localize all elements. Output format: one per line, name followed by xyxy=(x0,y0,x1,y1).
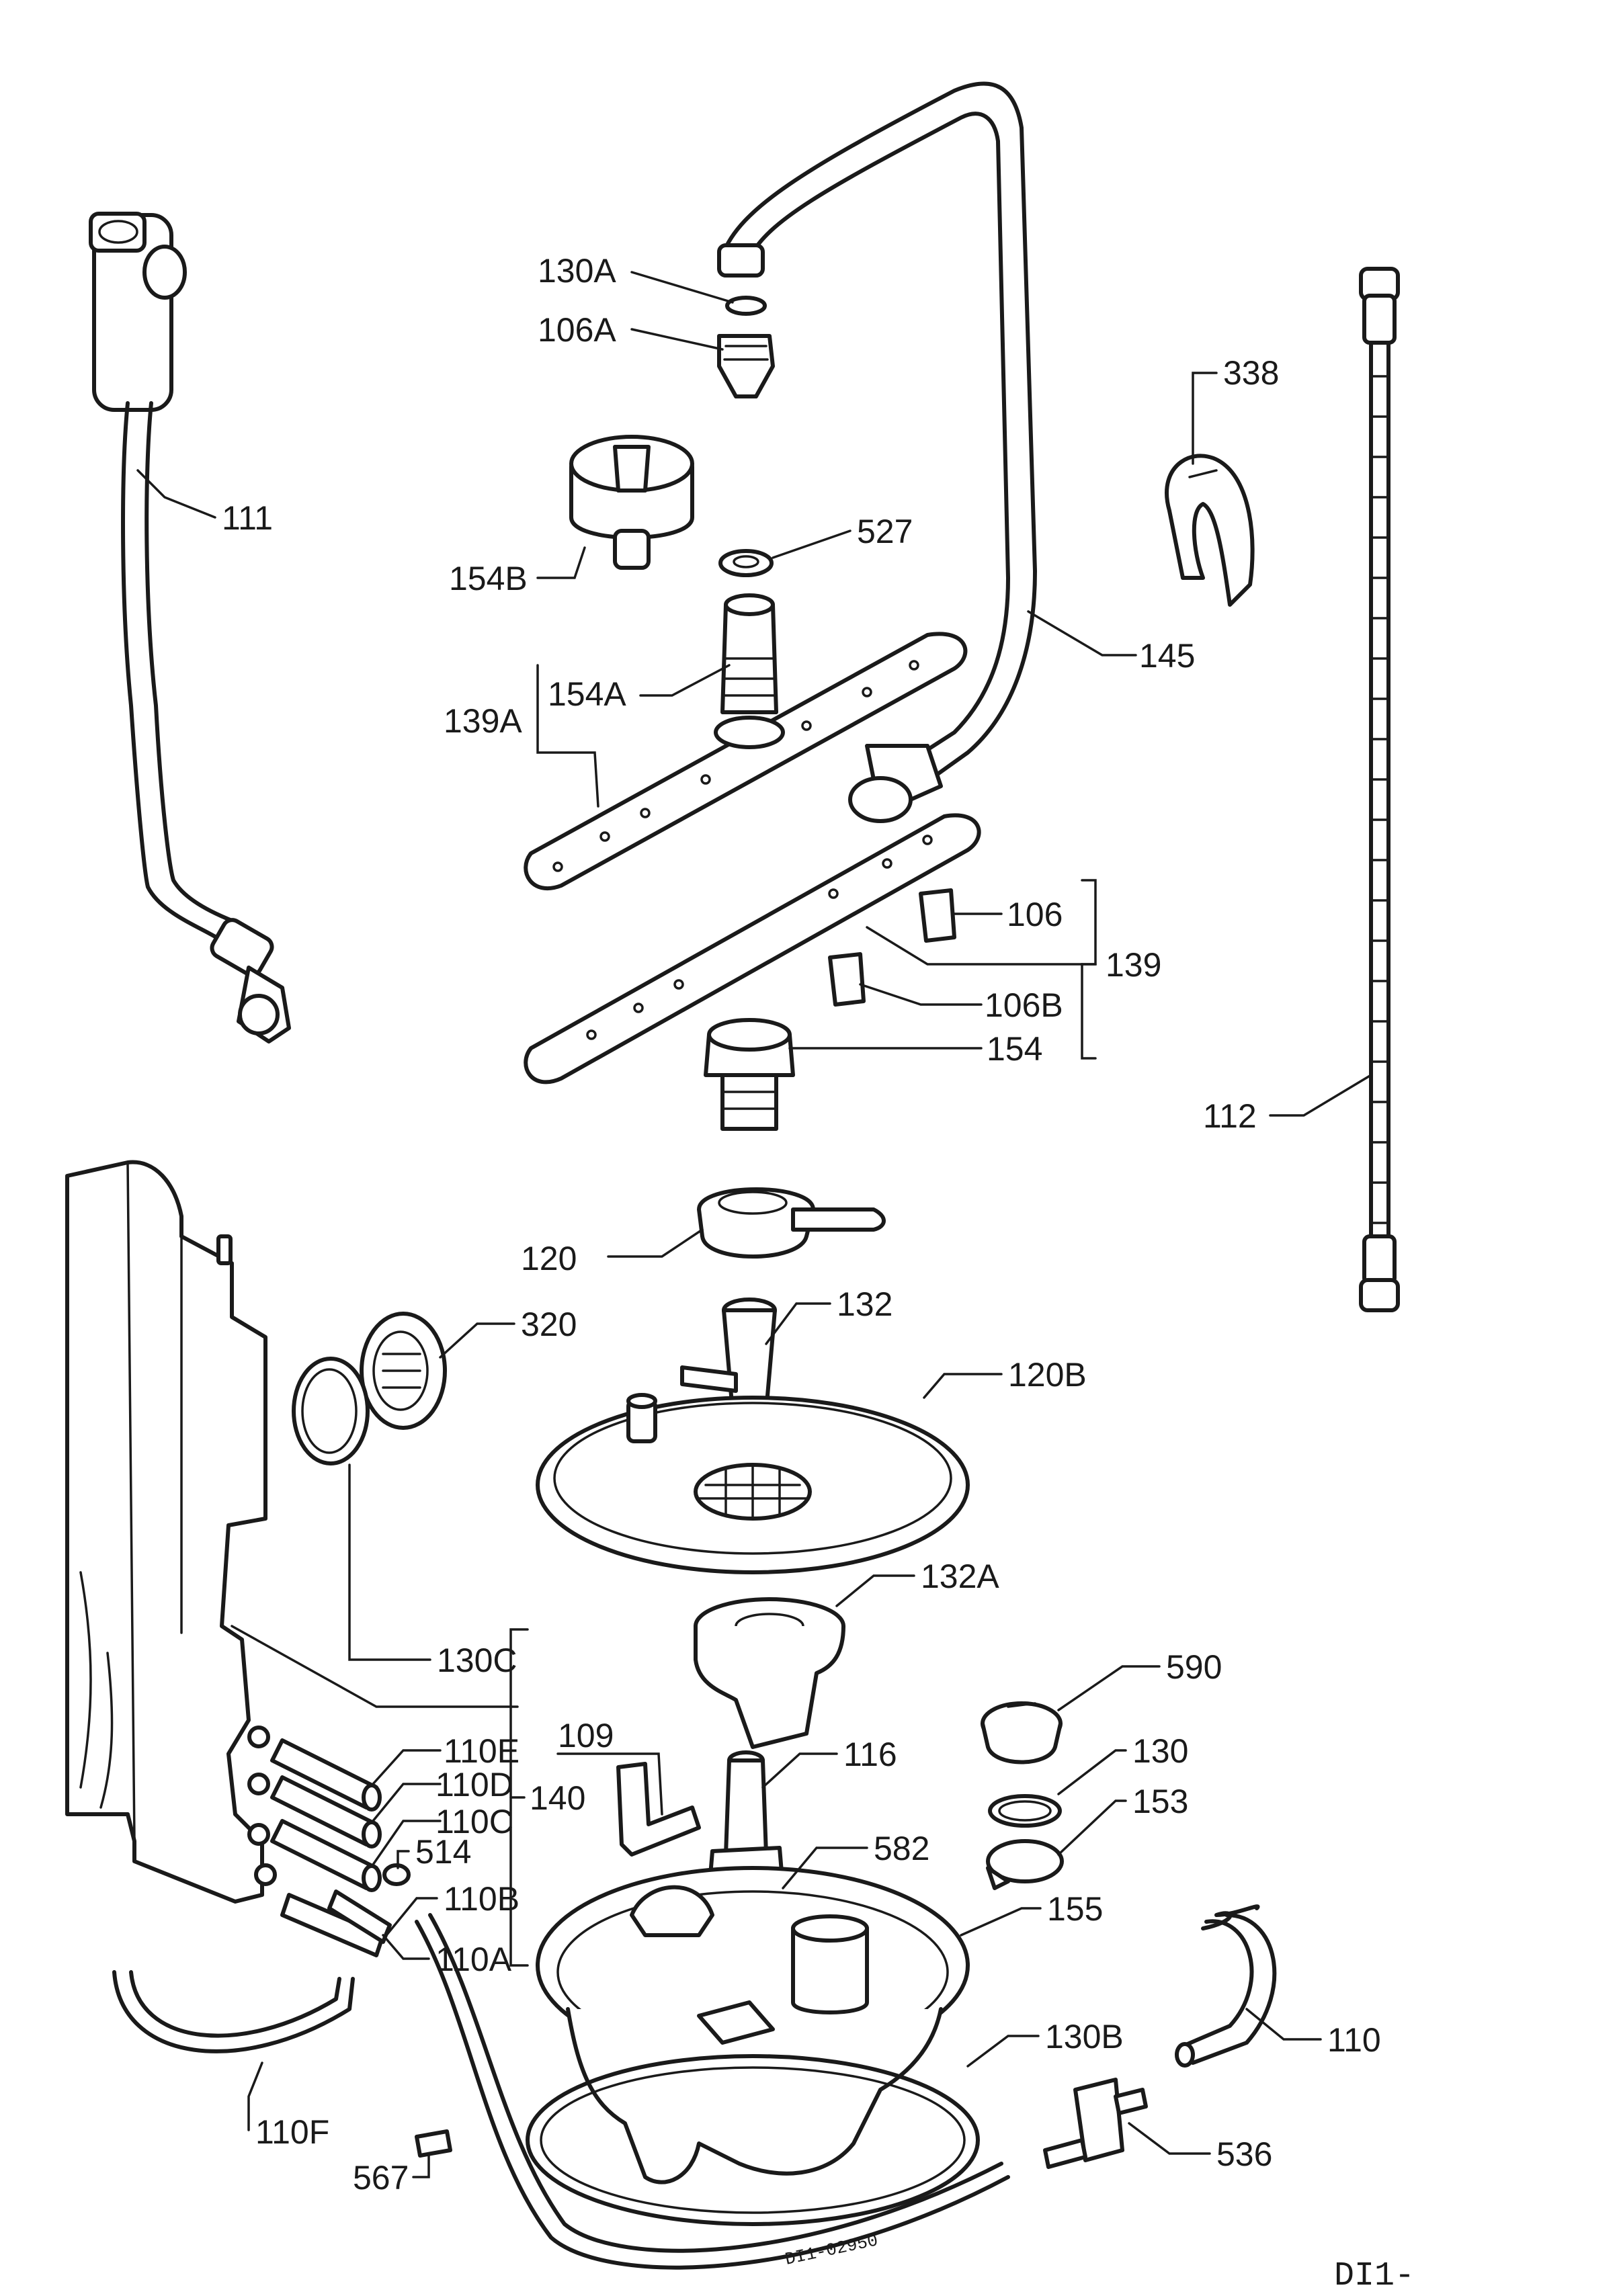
part-130A-seal xyxy=(725,296,767,316)
label-130A: 130A xyxy=(538,252,616,290)
label-106B: 106B xyxy=(985,986,1063,1024)
part-536-connector xyxy=(1043,2078,1148,2169)
label-527: 527 xyxy=(857,513,913,550)
part-132A-collar xyxy=(694,1597,845,1749)
label-110D: 110D xyxy=(435,1766,513,1803)
label-154A: 154A xyxy=(548,675,626,713)
label-132: 132 xyxy=(837,1285,892,1323)
part-106A-nozzle xyxy=(717,334,775,398)
hose-110F xyxy=(112,1970,355,2053)
label-140: 140 xyxy=(530,1779,585,1817)
part-140-housing xyxy=(65,1160,277,1904)
label-116: 116 xyxy=(843,1736,897,1773)
label-154B: 154B xyxy=(449,560,528,597)
label-582: 582 xyxy=(874,1830,929,1867)
part-145-spray-pipe xyxy=(717,81,1037,823)
leader-lines xyxy=(136,271,1372,2178)
label-536: 536 xyxy=(1216,2135,1272,2173)
part-154B-cap xyxy=(569,435,694,570)
part-112-hose xyxy=(1359,267,1400,1312)
part-130B-ring xyxy=(526,2054,980,2226)
hose-110C xyxy=(270,1819,382,1892)
part-106B-nozzle xyxy=(828,952,866,1007)
part-320-cover xyxy=(360,1312,447,1430)
label-567: 567 xyxy=(353,2159,409,2197)
part-527-nut xyxy=(718,549,774,577)
part-139A-upper-spray-arm xyxy=(524,593,968,891)
label-154: 154 xyxy=(987,1030,1042,1068)
hose-110A xyxy=(327,1889,1010,2270)
label-132A: 132A xyxy=(921,1558,999,1595)
part-120-nut xyxy=(697,1187,886,1259)
label-110B: 110B xyxy=(444,1880,520,1918)
label-106: 106 xyxy=(1007,896,1063,933)
part-130-seal xyxy=(988,1794,1062,1828)
label-155: 155 xyxy=(1047,1890,1103,1928)
label-130B: 130B xyxy=(1045,2018,1124,2055)
label-130: 130 xyxy=(1132,1732,1188,1770)
label-109: 109 xyxy=(558,1717,614,1754)
part-labels: 130A 106A 338 111 527 154B 145 154A 139A… xyxy=(222,252,1381,2197)
label-110F: 110F xyxy=(255,2113,329,2151)
label-110C: 110C xyxy=(435,1803,513,1840)
label-130C: 130C xyxy=(437,1642,517,1679)
label-120B: 120B xyxy=(1008,1356,1087,1394)
part-132-tube xyxy=(680,1298,777,1413)
part-155-sump xyxy=(536,1866,970,2184)
label-320: 320 xyxy=(521,1306,577,1343)
label-145: 145 xyxy=(1139,637,1195,675)
hose-110D xyxy=(270,1775,382,1848)
part-153-cover xyxy=(986,1839,1064,1890)
hose-110E xyxy=(270,1738,382,1812)
part-120B-filter-plate xyxy=(536,1393,970,1574)
part-109-bracket xyxy=(616,1762,701,1857)
label-120: 120 xyxy=(521,1240,577,1277)
part-154-hub xyxy=(704,1018,795,1131)
label-106A: 106A xyxy=(538,311,616,349)
label-338: 338 xyxy=(1223,354,1279,392)
part-139-lower-spray-arm xyxy=(524,813,981,1085)
label-153: 153 xyxy=(1132,1783,1188,1820)
label-110E: 110E xyxy=(444,1732,520,1770)
part-111-inlet-hose xyxy=(89,212,291,1044)
part-338-clip xyxy=(1165,454,1255,607)
label-112: 112 xyxy=(1203,1097,1257,1135)
footer-code: DI1- xyxy=(1334,2257,1415,2295)
part-130C-seal-ring xyxy=(292,1357,370,1465)
label-110: 110 xyxy=(1327,2021,1381,2059)
hose-110 xyxy=(1175,1904,1277,2068)
label-514: 514 xyxy=(415,1833,471,1871)
label-139: 139 xyxy=(1106,946,1161,984)
part-514-plug xyxy=(382,1863,411,1886)
label-590: 590 xyxy=(1166,1648,1222,1686)
part-106-nozzle xyxy=(919,888,956,943)
part-590-cap xyxy=(981,1701,1063,1764)
label-111: 111 xyxy=(222,499,273,537)
label-139A: 139A xyxy=(444,702,522,740)
part-567-small-part xyxy=(415,2129,452,2158)
label-110A: 110A xyxy=(435,1941,512,1978)
